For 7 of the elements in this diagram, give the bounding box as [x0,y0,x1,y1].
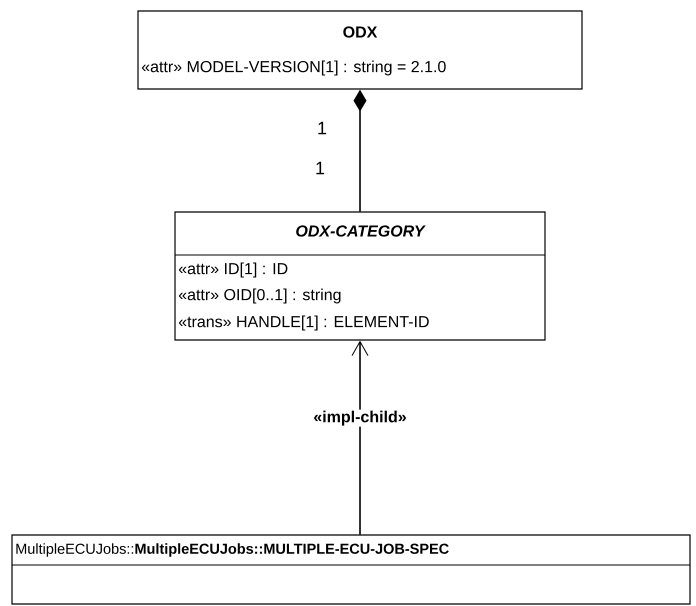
class-box: ODX «attr» MODEL-VERSION[1] : string = 2.1.0 [137,10,583,90]
realization-arrow [352,340,368,534]
edge-label: «impl-child» [312,410,408,427]
multiplicity-label: 1 [316,162,324,174]
class-box: ODX-CATEGORY «attr» ID[1] : ID «attr» OID[0..1] : string «trans» HANDLE[1] : ELEMENT-ID [174,211,546,341]
class-box: MultipleECUJobs::MultipleECUJobs::MULTIPLE-ECU-JOB-SPEC [11,534,691,605]
multiplicity-label: 1 [318,122,326,134]
